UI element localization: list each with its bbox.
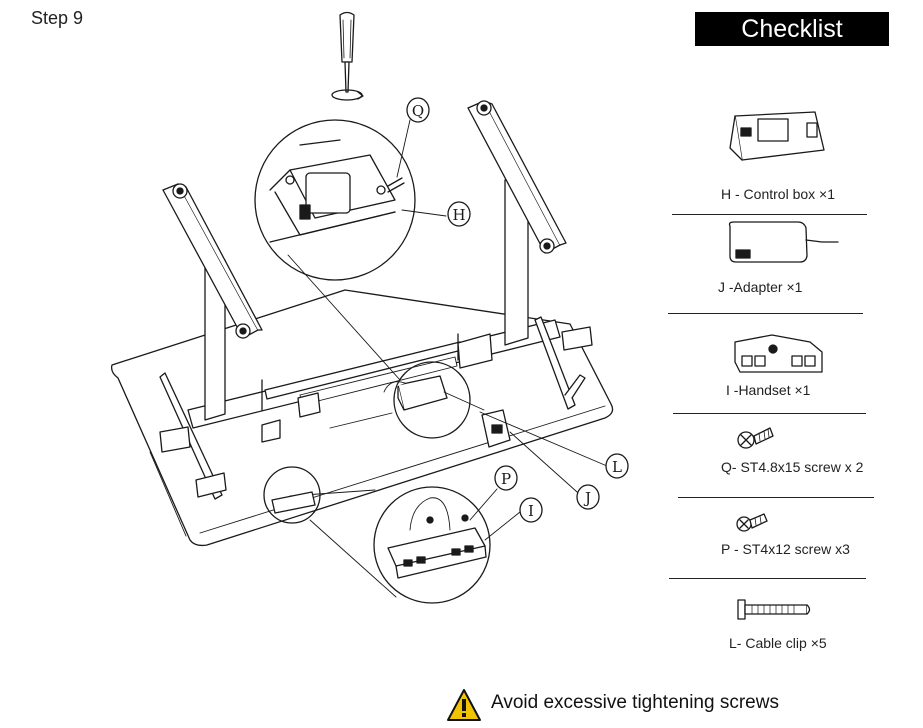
control-box-icon: [729, 111, 825, 161]
checklist-item-control-box: H - Control box ×1: [721, 186, 835, 202]
divider: [678, 497, 874, 498]
checklist-item-cable-clip: L- Cable clip ×5: [729, 635, 827, 651]
adapter-icon: [728, 221, 839, 263]
left-leg: [159, 183, 281, 500]
detail-circle-top: [254, 119, 416, 281]
callout-h: H: [452, 206, 465, 224]
handset-icon: [734, 334, 823, 373]
divider: [672, 214, 867, 215]
checklist-item-screw-p: P - ST4x12 screw x3: [721, 541, 850, 557]
callout-j: J: [583, 489, 591, 507]
installed-control-box: [329, 375, 511, 448]
callout-p: P: [501, 470, 511, 488]
checklist-item-handset: I -Handset ×1: [726, 382, 811, 398]
callout-markers: [406, 97, 629, 523]
divider: [668, 313, 863, 314]
callout-l: L: [612, 458, 622, 476]
divider: [673, 413, 866, 414]
callout-q: Q: [412, 102, 424, 120]
warning-text: Avoid excessive tightening screws: [491, 692, 779, 713]
checklist-item-adapter: J -Adapter ×1: [718, 279, 803, 295]
callout-lines: [396, 119, 608, 541]
step-label: Step 9: [31, 8, 84, 28]
detail-circle-middle: [393, 361, 471, 439]
callout-i: I: [528, 502, 534, 520]
right-leg: [297, 100, 593, 418]
checklist-item-screw-q: Q- ST4.8x15 screw x 2: [721, 459, 864, 475]
screw-q-icon: [737, 427, 774, 449]
warning-icon: [447, 689, 481, 721]
divider: [669, 578, 866, 579]
checklist-title: Checklist: [695, 12, 889, 46]
detail-circle-bottom: [263, 466, 491, 604]
screw-p-icon: [736, 513, 768, 532]
screwdriver-icon: [331, 11, 364, 101]
cable-clip-icon: [737, 599, 811, 620]
